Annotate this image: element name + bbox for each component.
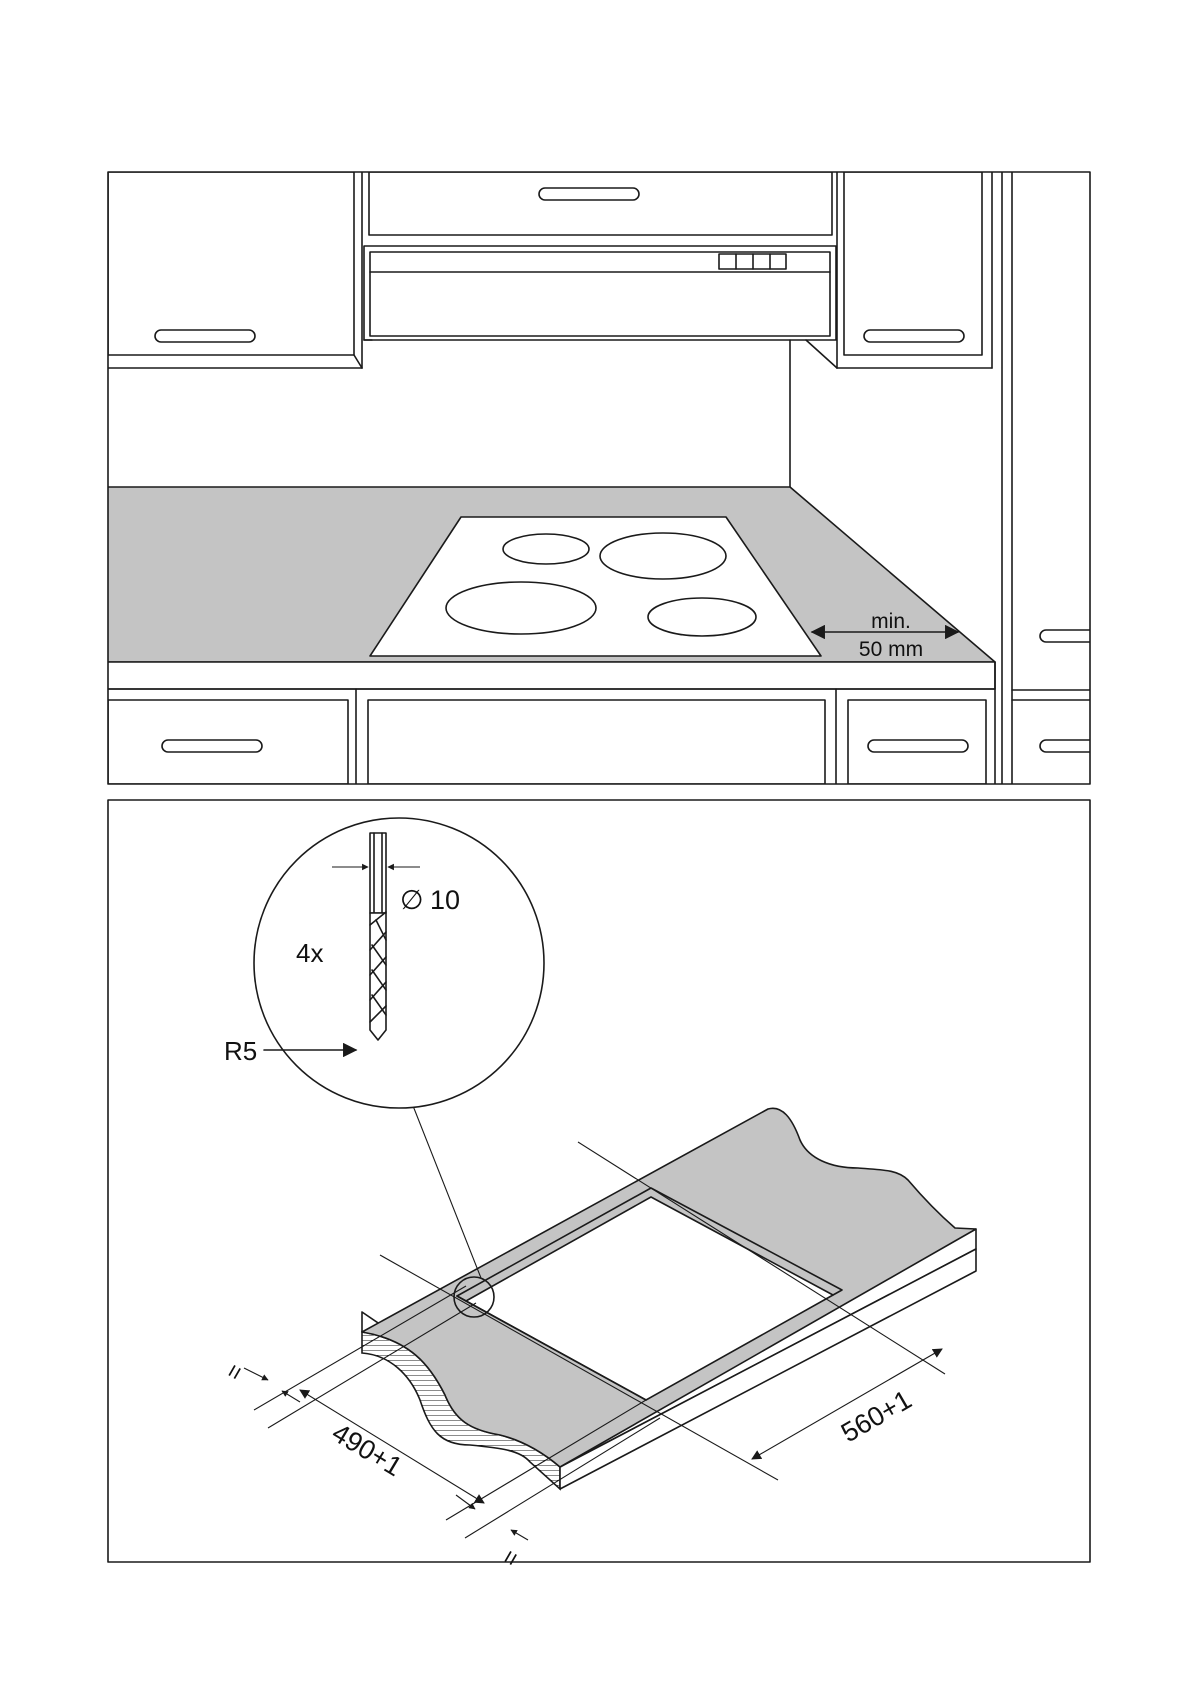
cabinet-handle — [1040, 740, 1090, 752]
equal-spacing-left: = — [220, 1359, 300, 1402]
clearance-label-min: min. — [871, 610, 911, 633]
quantity-label: 4x — [296, 938, 323, 968]
upper-left-cabinet — [108, 172, 362, 368]
equal-mark-left: = — [220, 1359, 250, 1385]
radius-label: R5 — [224, 1036, 257, 1066]
upper-middle-cabinet — [369, 172, 832, 235]
drill-diameter-label: 10 — [430, 885, 460, 915]
cabinet-handle — [539, 188, 639, 200]
depth-dimension-label: 560+1 — [836, 1384, 917, 1448]
hood-control-buttons — [719, 254, 786, 269]
drill-detail: ∅ 10 4x R5 — [224, 818, 544, 1108]
detail-leader-line — [404, 1083, 481, 1278]
clearance-label-value: 50 mm — [859, 638, 923, 661]
panel-frame-top — [108, 172, 1090, 784]
drawer-handle — [868, 740, 968, 752]
extractor-hood — [364, 246, 836, 340]
cutout-panel: ∅ 10 4x R5 490+1 560+1 = = — [108, 800, 1090, 1571]
cabinet-handle — [864, 330, 964, 342]
cabinet-handle — [155, 330, 255, 342]
drill-diameter-symbol: ∅ — [400, 885, 424, 915]
cabinet-handle — [1040, 630, 1090, 642]
equal-mark-right: = — [496, 1545, 526, 1571]
kitchen-panel: min. 50 mm — [108, 172, 1090, 784]
upper-right-cabinet — [806, 172, 992, 368]
drawer-handle — [162, 740, 262, 752]
width-dimension-label: 490+1 — [327, 1417, 407, 1482]
tall-cabinet — [1002, 172, 1090, 784]
drill-bit-icon — [370, 833, 386, 1040]
